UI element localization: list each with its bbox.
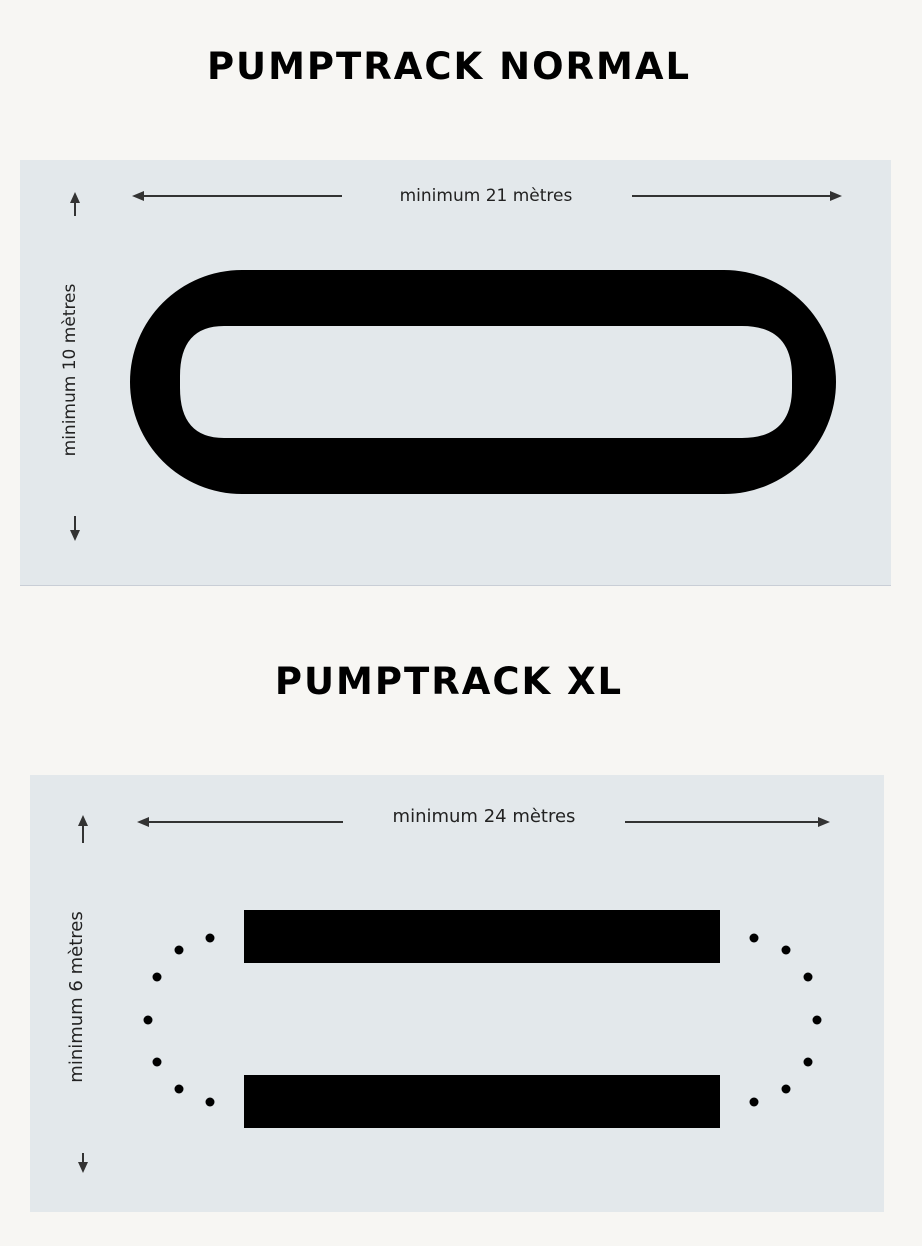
turn-dot: [812, 1015, 822, 1025]
width-arrow-right: [632, 191, 842, 201]
turn-dot: [143, 1015, 153, 1025]
turn-dot: [174, 945, 184, 955]
height-arrow-down: [78, 1153, 88, 1173]
title-pumptrack-xl: PUMPTRACK XL: [274, 660, 624, 703]
height-label-xl: minimum 6 mètres: [66, 911, 87, 1082]
pumptrack-xl-diagram: minimum 24 mètres minimum 6 mètres: [66, 806, 830, 1173]
turn-dot: [152, 972, 162, 982]
turn-dot: [174, 1084, 184, 1094]
turn-dot: [781, 1084, 791, 1094]
width-arrow-left: [137, 817, 343, 827]
track-straight-bottom: [244, 1075, 720, 1128]
dotted-turn-left: [143, 933, 215, 1107]
turn-dot: [781, 945, 791, 955]
width-label-normal: minimum 21 mètres: [400, 186, 573, 206]
track-straight-top: [244, 910, 720, 963]
height-arrow-down: [70, 516, 80, 541]
turn-dot: [749, 1097, 759, 1107]
turn-dot: [205, 933, 215, 943]
pumptrack-normal-diagram: minimum 21 mètres minimum 10 mètres: [60, 186, 842, 541]
oval-track: [130, 270, 836, 494]
panel-divider: [20, 585, 891, 586]
height-arrow-up: [70, 192, 80, 216]
turn-dot: [803, 972, 813, 982]
diagram-panel-xl: minimum 24 mètres minimum 6 mètres: [30, 775, 884, 1212]
turn-dot: [803, 1057, 813, 1067]
turn-dot: [152, 1057, 162, 1067]
diagram-panel-normal: minimum 21 mètres minimum 10 mètres: [20, 160, 891, 586]
turn-dot: [205, 1097, 215, 1107]
turn-dot: [749, 933, 759, 943]
width-arrow-right: [625, 817, 830, 827]
height-label-normal: minimum 10 mètres: [60, 283, 80, 456]
width-label-xl: minimum 24 mètres: [393, 806, 576, 827]
width-arrow-left: [132, 191, 342, 201]
height-arrow-up: [78, 815, 88, 843]
title-pumptrack-normal: PUMPTRACK NORMAL: [206, 45, 692, 88]
dotted-turn-right: [749, 933, 822, 1107]
